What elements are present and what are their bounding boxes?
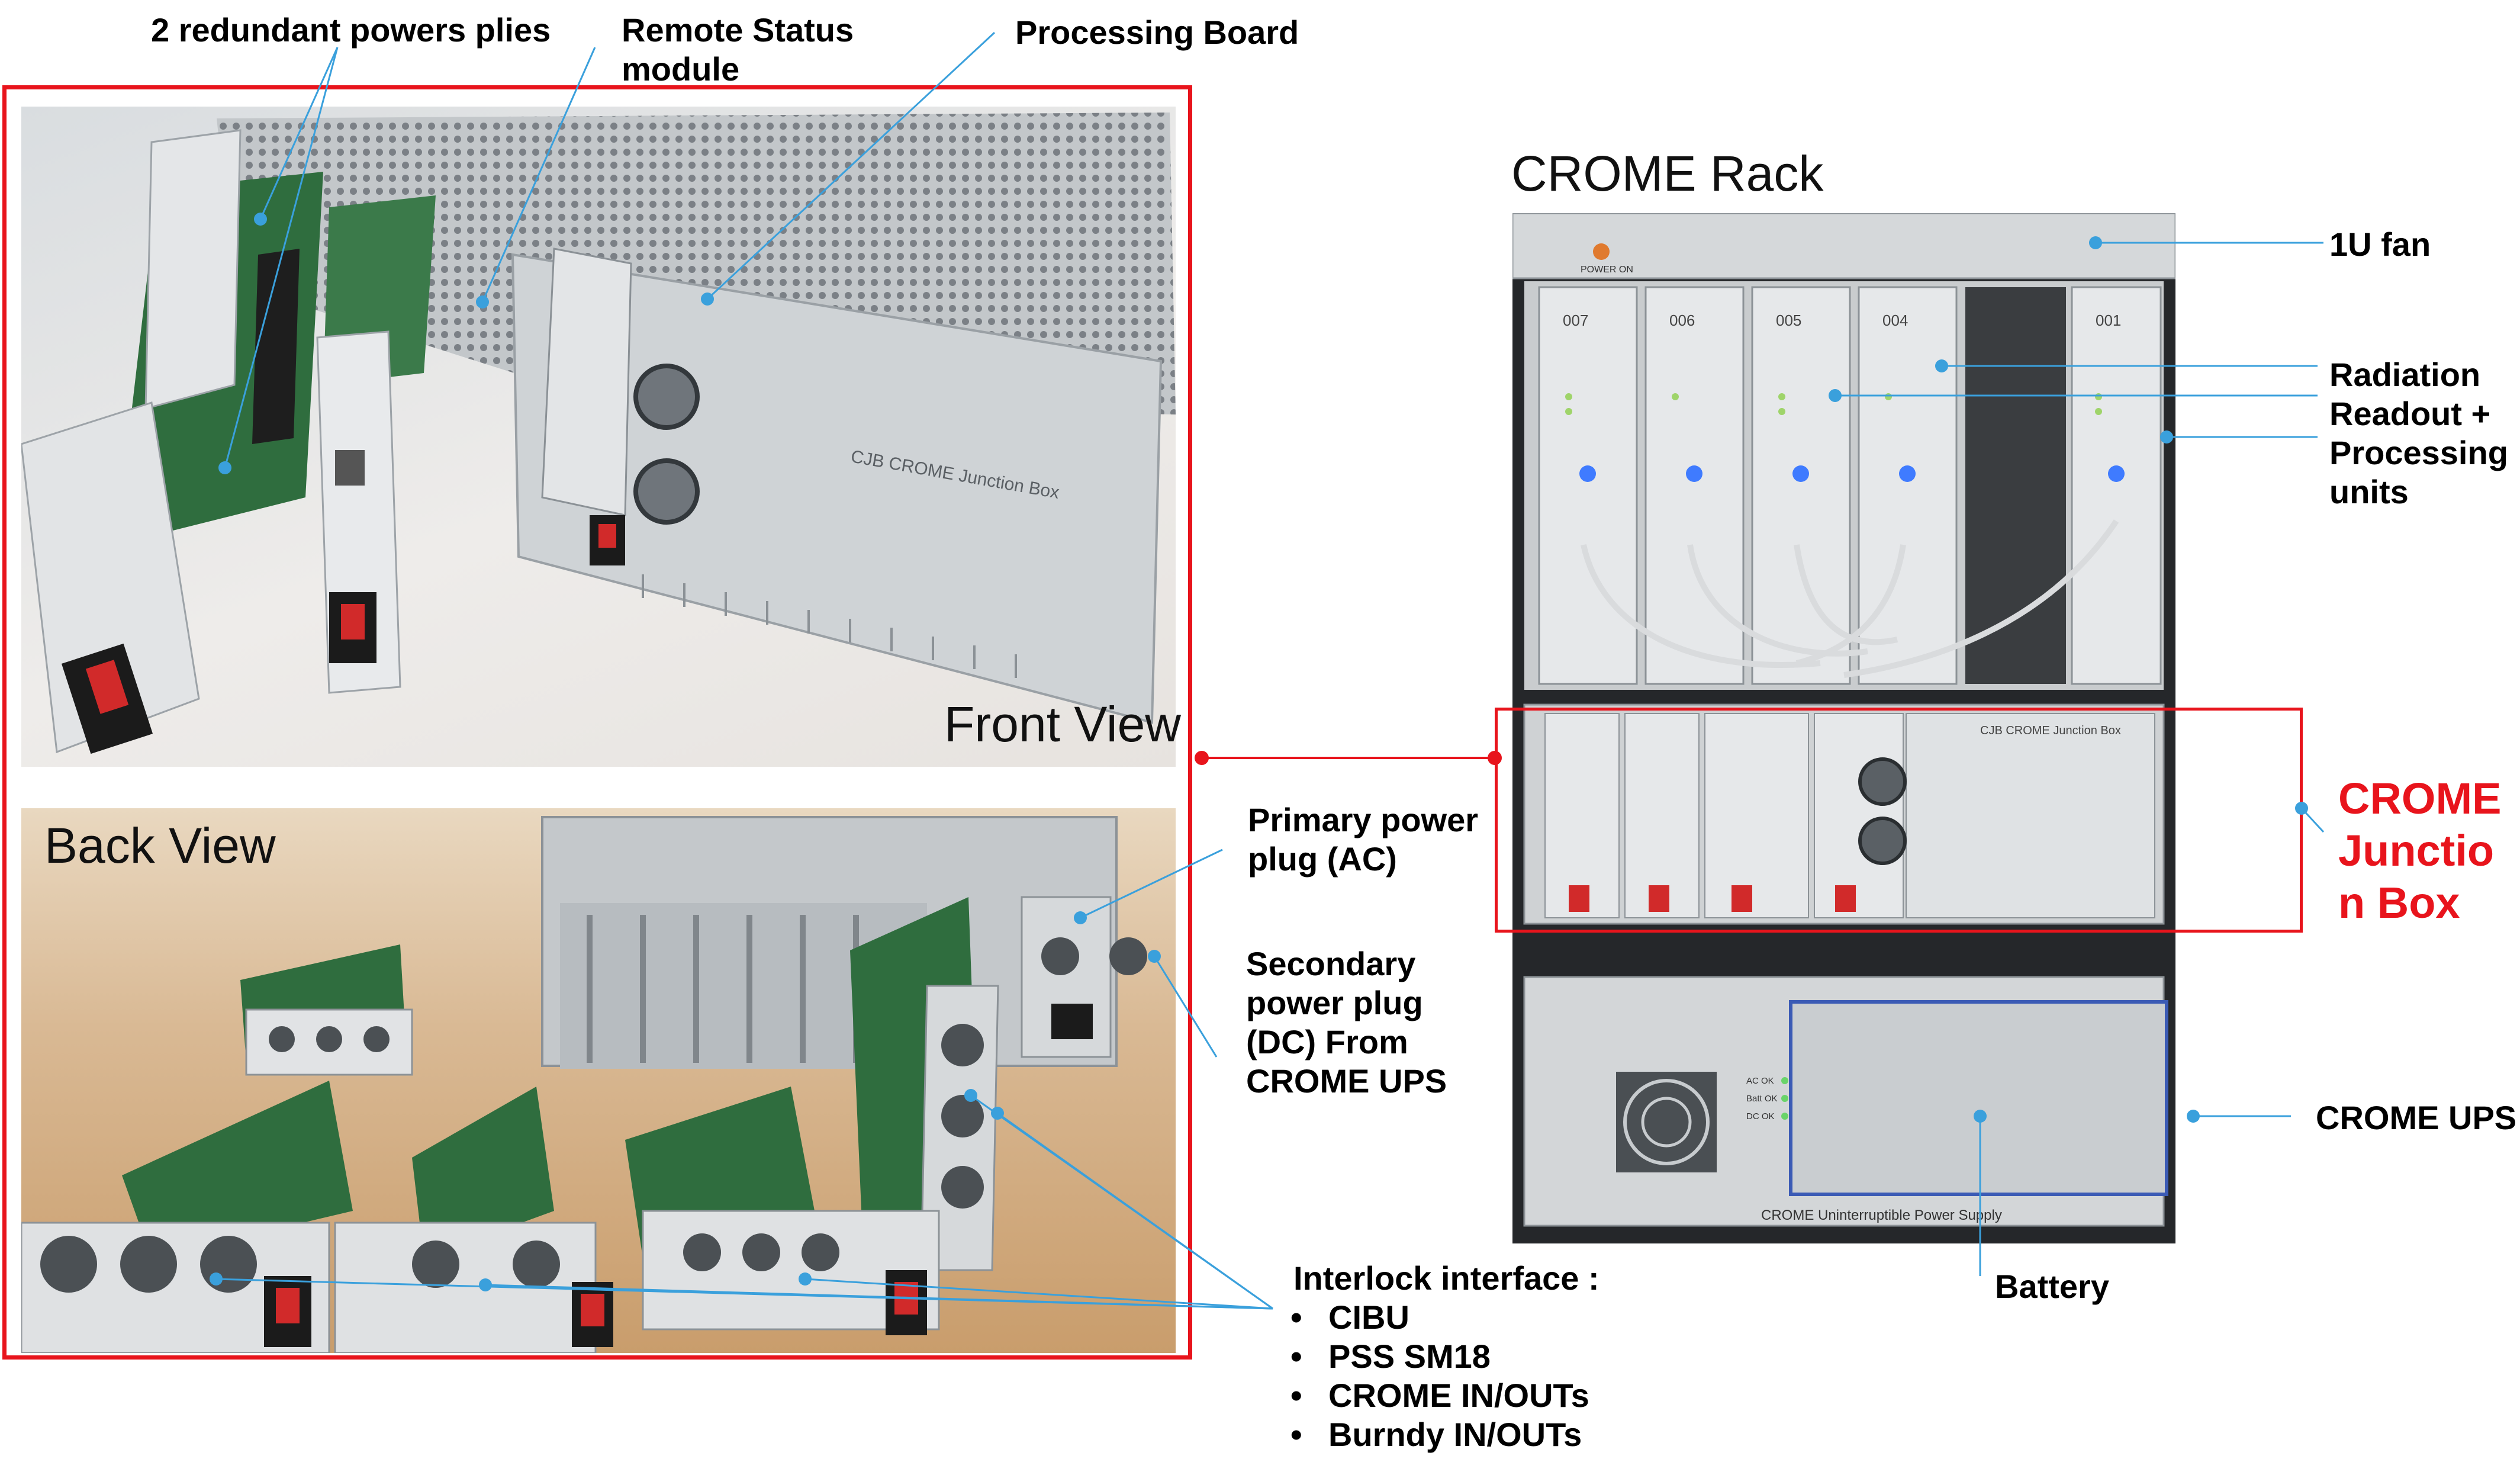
ups-led-batt: Batt OK [1746, 1094, 1778, 1104]
junction-box-label-line3: n Box [2338, 878, 2460, 927]
front-view-title: Front View [944, 696, 1181, 752]
rack-drawing: POWER ON 007 006 005 004 001 [1512, 213, 2175, 1227]
interlock-list: CIBU PSS SM18 CROME IN/OUTs Burndy IN/OU… [1290, 1298, 1589, 1454]
back-view-drawing [21, 816, 1147, 1353]
interlock-item: PSS SM18 [1290, 1337, 1589, 1376]
secondary-plug-label-line3: (DC) From [1246, 1023, 1408, 1060]
crome-rack-title: CROME Rack [1511, 146, 1824, 201]
interlock-item: CROME IN/OUTs [1290, 1376, 1589, 1415]
processing-board-label: Processing Board [1015, 14, 1299, 51]
unit-number-2: 006 [1669, 311, 1695, 329]
interlock-item: CIBU [1290, 1298, 1589, 1337]
junction-box-label-line2: Junctio [2338, 826, 2495, 875]
radiation-label-line3: Processing [2329, 434, 2508, 471]
remote-status-label-line1: Remote Status [622, 11, 854, 49]
primary-plug-label-line2: plug (AC) [1248, 840, 1397, 878]
secondary-plug-label-line2: power plug [1246, 984, 1423, 1021]
power-supplies-label: 2 redundant powers plies [151, 11, 551, 49]
secondary-plug-label-line1: Secondary [1246, 945, 1416, 982]
ups-label: CROME UPS [2316, 1099, 2517, 1136]
unit-number-5: 001 [2096, 311, 2121, 329]
unit-number-3: 005 [1776, 311, 1801, 329]
interlock-title: Interlock interface : [1293, 1259, 1599, 1297]
radiation-label-line4: units [2329, 473, 2409, 510]
radiation-label-line2: Readout + [2329, 395, 2491, 432]
unit-number-4: 004 [1882, 311, 1908, 329]
secondary-plug-label-line4: CROME UPS [1246, 1062, 1447, 1100]
battery-outline [1789, 1000, 2168, 1196]
left-panel-frame [2, 85, 1192, 1360]
back-view-title: Back View [44, 818, 276, 873]
primary-plug-label-line1: Primary power [1248, 801, 1479, 838]
interlock-item: Burndy IN/OUTs [1290, 1415, 1589, 1454]
junction-box-highlight [1495, 708, 2303, 933]
rack-junction-plate-text: CJB CROME Junction Box [1980, 724, 2121, 737]
ups-plate-text: CROME Uninterruptible Power Supply [1761, 1207, 2002, 1223]
radiation-label-line1: Radiation [2329, 356, 2481, 393]
front-view-drawing: CJB CROME Junction Box [21, 113, 1176, 754]
front-view-photo: CJB CROME Junction Box [21, 107, 1176, 767]
back-view-photo [21, 808, 1176, 1353]
remote-status-label-line2: module [622, 50, 740, 88]
power-on-text: POWER ON [1581, 265, 1633, 275]
fan-label: 1U fan [2329, 226, 2431, 263]
unit-number-1: 007 [1563, 311, 1588, 329]
rack-photo: POWER ON 007 006 005 004 001 [1512, 213, 2175, 1243]
junction-box-label-line1: CROME [2338, 774, 2502, 823]
processing-units [1538, 286, 2162, 685]
battery-label: Battery [1995, 1268, 2109, 1305]
ups-led-dc: DC OK [1746, 1111, 1775, 1121]
ups-led-ac: AC OK [1746, 1076, 1774, 1086]
